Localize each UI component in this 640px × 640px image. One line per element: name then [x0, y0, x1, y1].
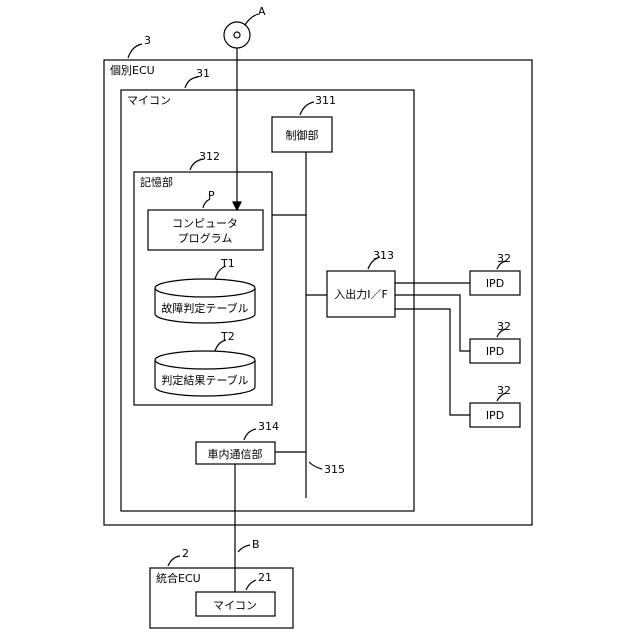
link-leader [238, 545, 250, 552]
disc-ref: A [258, 5, 266, 18]
disc-leader [245, 14, 258, 25]
integrated-micro-leader [246, 580, 256, 590]
ipd-ref-1: 32 [497, 252, 511, 265]
program-ref: P [208, 189, 215, 202]
disc-icon [224, 22, 250, 48]
microcomputer-ref: 31 [196, 67, 210, 80]
program-label-line1: コンピュータ [172, 217, 238, 230]
fault-table-cylinder [155, 279, 255, 323]
integrated-ecu-ref: 2 [182, 547, 189, 560]
individual-ecu-leader [128, 44, 142, 58]
ipd-label-3: IPD [486, 409, 504, 422]
ipd-ref-2: 32 [497, 320, 511, 333]
integrated-micro-ref: 21 [258, 571, 272, 584]
ipd-ref-3: 32 [497, 384, 511, 397]
io-interface-label: 入出力I／F [334, 287, 388, 301]
ipd-label-2: IPD [486, 345, 504, 358]
io-ipd-line-2 [395, 295, 470, 351]
integrated-ecu-title: 統合ECU [156, 571, 201, 585]
comm-unit-leader [244, 429, 256, 440]
result-table-label: 判定結果テーブル [161, 373, 248, 387]
link-ref: B [252, 538, 260, 551]
fault-table-label: 故障判定テーブル [161, 301, 248, 315]
individual-ecu-title: 個別ECU [110, 64, 155, 77]
install-arrow [233, 202, 241, 210]
io-ipd-line-3 [395, 309, 470, 415]
io-interface-ref: 313 [373, 249, 394, 262]
integrated-ecu-leader [168, 556, 180, 566]
storage-unit-ref: 312 [199, 150, 220, 163]
control-unit-ref: 311 [315, 94, 336, 107]
control-unit-label: 制御部 [286, 128, 319, 142]
comm-unit-label: 車内通信部 [208, 447, 263, 461]
microcomputer-title: マイコン [127, 94, 171, 107]
result-table-ref: T2 [220, 330, 235, 343]
individual-ecu-ref: 3 [144, 34, 151, 47]
integrated-micro-label: マイコン [213, 599, 257, 612]
storage-unit-title: 記憶部 [140, 175, 173, 189]
bus-ref: 315 [324, 463, 345, 476]
program-label-line2: プログラム [178, 231, 233, 245]
ipd-label-1: IPD [486, 277, 504, 290]
comm-unit-ref: 314 [258, 420, 279, 433]
control-unit-leader [300, 102, 314, 115]
fault-table-ref: T1 [220, 257, 235, 270]
bus-leader [309, 462, 322, 469]
